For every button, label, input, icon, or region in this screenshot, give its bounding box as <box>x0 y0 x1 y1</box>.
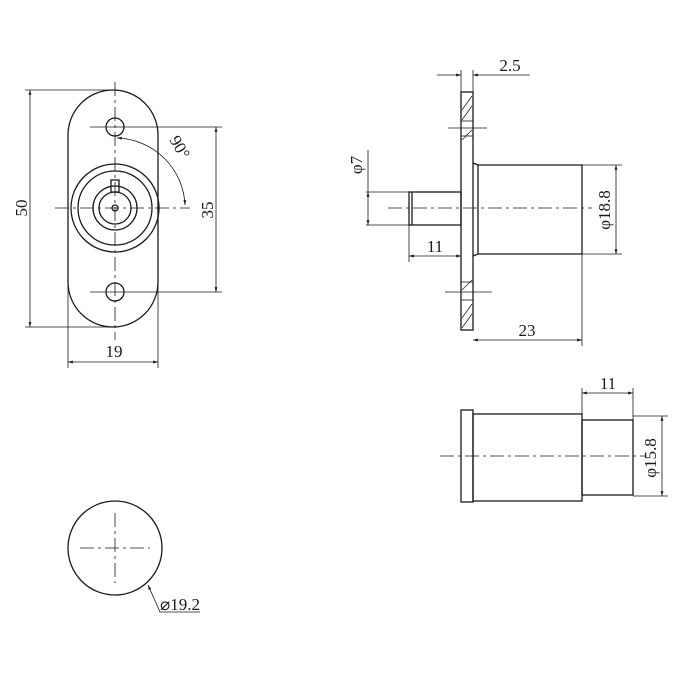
tip-length-dimension: 11 <box>600 374 616 393</box>
width-dimension: 19 <box>106 342 123 361</box>
side-view: 2.5 φ7 11 23 φ18.8 <box>347 56 622 346</box>
end-view: ⌀19.2 <box>67 500 200 614</box>
rear-view: 11 φ15.8 <box>440 374 668 503</box>
shaft <box>408 191 462 226</box>
lock-body <box>472 162 583 257</box>
rotation-angle: 90° <box>166 132 194 162</box>
rear-tip <box>581 419 634 496</box>
mounting-plate <box>67 89 159 328</box>
flange-thickness-dimension: 2.5 <box>499 56 520 75</box>
hole-spacing-dimension: 35 <box>198 202 217 219</box>
shaft-diameter-dimension: φ7 <box>347 155 366 174</box>
front-view: 50 35 19 90° <box>12 82 222 368</box>
body-diameter-dimension: φ18.8 <box>595 190 614 230</box>
end-circle <box>67 500 163 596</box>
shaft-length-dimension: 11 <box>427 237 443 256</box>
rear-body <box>472 413 583 502</box>
tip-diameter-dimension: φ15.8 <box>641 438 660 478</box>
end-diameter-dimension: ⌀19.2 <box>160 595 200 614</box>
height-dimension: 50 <box>12 200 31 217</box>
body-length-dimension: 23 <box>519 321 536 340</box>
